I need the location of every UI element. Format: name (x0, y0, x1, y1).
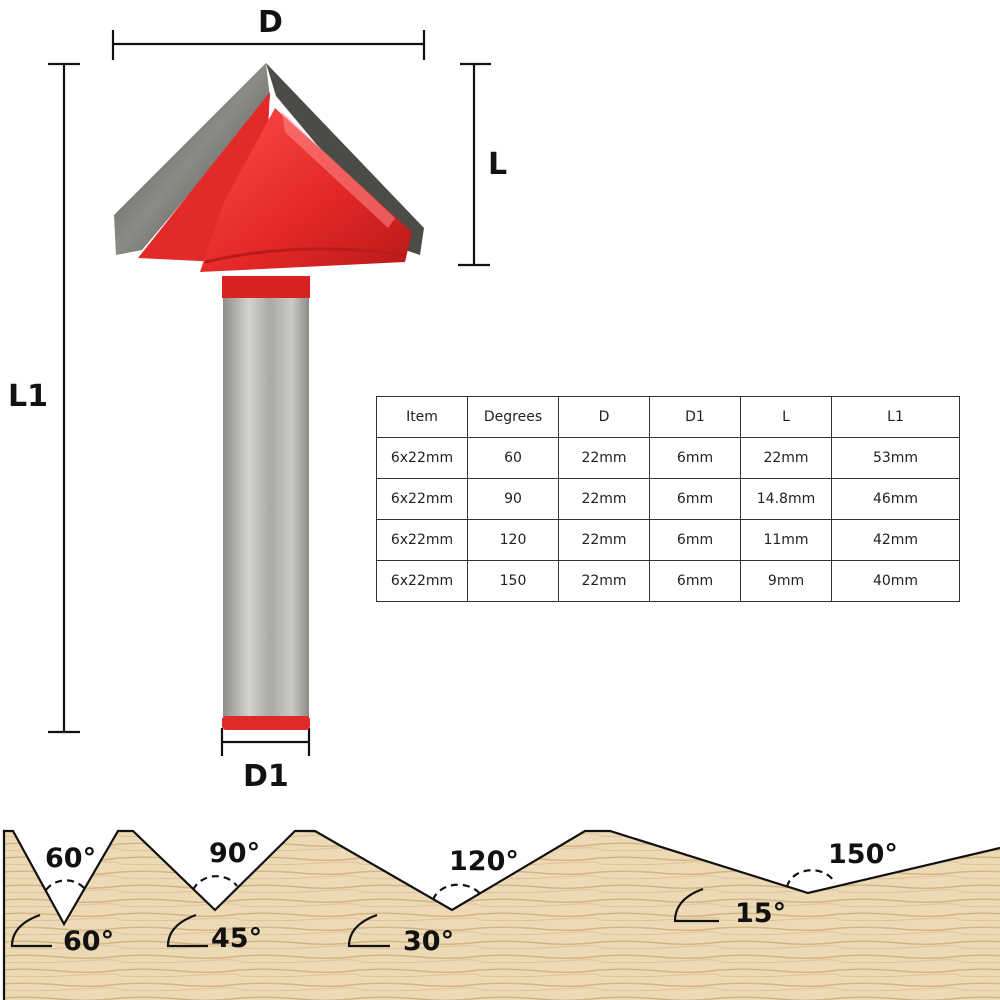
header-d1: D1 (649, 396, 741, 438)
header-degrees: Degrees (467, 396, 559, 438)
included-angle-arcs (45, 869, 836, 901)
header-item: Item (376, 396, 468, 438)
dimension-D1-label: D1 (243, 759, 289, 794)
groove-outline (2, 829, 1000, 1000)
cell-item: 6x22mm (376, 478, 468, 520)
dimension-D1-line (220, 728, 311, 756)
cell-l1: 46mm (831, 478, 960, 520)
spec-table: Item Degrees D D1 L L1 6x22mm 60 22mm 6m… (376, 396, 960, 602)
table-row: 6x22mm 90 22mm 6mm 14.8mm 46mm (376, 478, 960, 520)
cell-d: 22mm (558, 560, 650, 602)
included-angle-90: 90° (209, 838, 261, 869)
side-angle-30: 30° (403, 926, 455, 957)
table-row: 6x22mm 60 22mm 6mm 22mm 53mm (376, 437, 960, 479)
router-bit-shank (222, 276, 310, 730)
table-row: 6x22mm 120 22mm 6mm 11mm 42mm (376, 519, 960, 561)
cell-item: 6x22mm (376, 437, 468, 479)
dimension-D-label: D (258, 5, 283, 40)
header-d: D (558, 396, 650, 438)
table-row: 6x22mm 150 22mm 6mm 9mm 40mm (376, 560, 960, 602)
cell-degrees: 60 (467, 437, 559, 479)
included-angle-150: 150° (828, 839, 898, 870)
cell-d1: 6mm (649, 560, 741, 602)
cell-d: 22mm (558, 519, 650, 561)
cell-l1: 42mm (831, 519, 960, 561)
cell-degrees: 150 (467, 560, 559, 602)
cell-item: 6x22mm (376, 519, 468, 561)
cell-l: 9mm (740, 560, 832, 602)
dimension-L-label: L (488, 147, 508, 182)
side-angle-marks (10, 887, 719, 948)
dimension-L-line (458, 62, 491, 267)
dimension-D-line (111, 30, 426, 60)
cell-d: 22mm (558, 478, 650, 520)
side-angle-15: 15° (735, 898, 787, 929)
side-angle-45: 45° (211, 923, 263, 954)
included-angle-120: 120° (449, 846, 519, 877)
included-angle-60: 60° (45, 843, 97, 874)
cell-l1: 40mm (831, 560, 960, 602)
cell-degrees: 90 (467, 478, 559, 520)
cell-item: 6x22mm (376, 560, 468, 602)
header-l1: L1 (831, 396, 960, 438)
cell-l: 22mm (740, 437, 832, 479)
router-bit-cutter-head (114, 63, 424, 272)
cell-d1: 6mm (649, 519, 741, 561)
header-l: L (740, 396, 832, 438)
cell-d: 22mm (558, 437, 650, 479)
dimension-L1-label: L1 (8, 379, 48, 414)
cell-l1: 53mm (831, 437, 960, 479)
side-angle-60: 60° (63, 926, 115, 957)
dimension-L1-line (48, 62, 80, 734)
table-header-row: Item Degrees D D1 L L1 (376, 396, 960, 438)
